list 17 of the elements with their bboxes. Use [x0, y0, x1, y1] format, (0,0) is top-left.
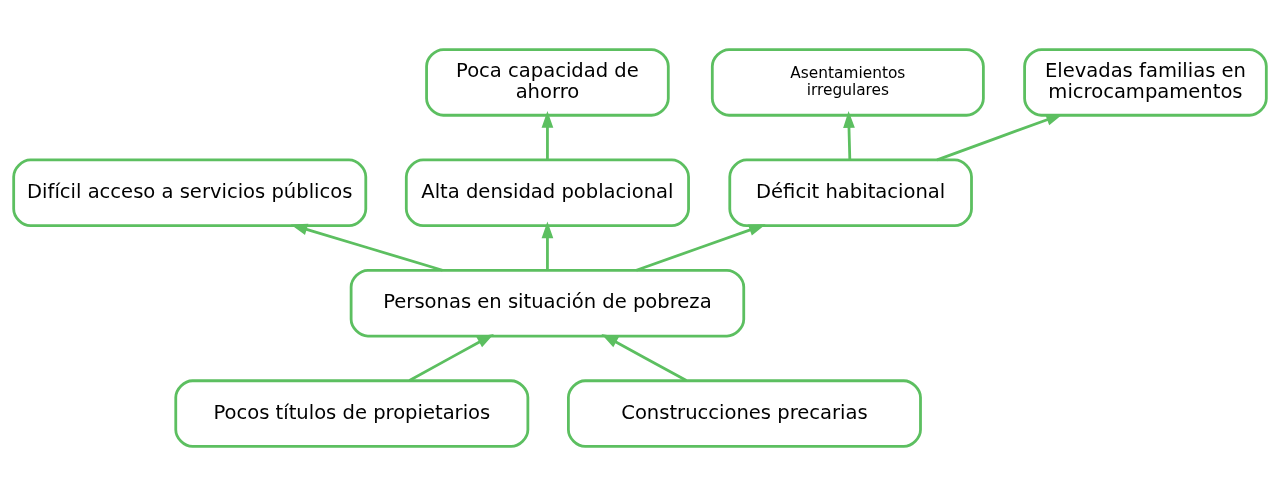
- arrow: [541, 111, 554, 160]
- node-box: Personas en situación de pobreza: [349, 268, 746, 338]
- arrow: [601, 334, 688, 382]
- node-box: Pocos títulos de propietarios: [174, 379, 530, 448]
- node-box: Poca capacidad de ahorro: [425, 48, 670, 117]
- arrow: [408, 334, 494, 382]
- arrow: [936, 113, 1063, 162]
- node-box: Alta densidad poblacional: [404, 158, 690, 228]
- arrow: [635, 224, 766, 272]
- node-box: Difícil acceso a servicios públicos: [12, 158, 368, 228]
- node-box: Asentamientos irregulares: [710, 48, 985, 117]
- arrow: [843, 111, 855, 160]
- arrow: [541, 221, 554, 271]
- arrow: [290, 223, 443, 272]
- node-box: Elevadas familias en microcampamentos: [1023, 48, 1268, 117]
- node-box: Construcciones precarias: [567, 379, 922, 448]
- node-box: Déficit habitacional: [728, 158, 973, 228]
